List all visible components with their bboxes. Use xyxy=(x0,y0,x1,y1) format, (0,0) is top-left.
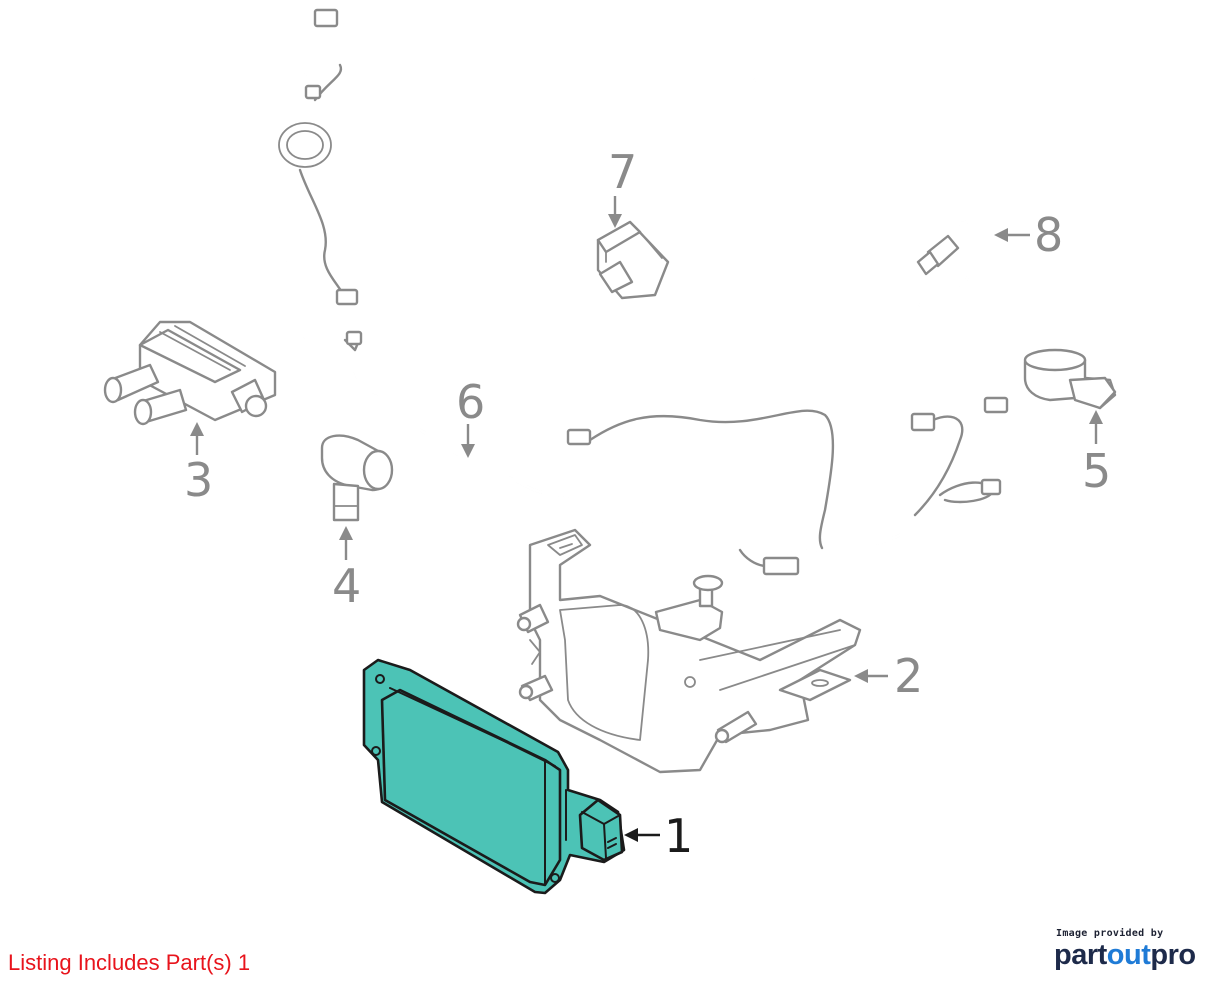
callout-1: 1 xyxy=(624,809,693,863)
callout-6: 6 xyxy=(456,375,485,458)
callout-4: 4 xyxy=(332,526,361,613)
callout-5-number: 5 xyxy=(1082,444,1111,498)
sensor-part-7[interactable] xyxy=(596,220,670,300)
logo-word-out: out xyxy=(1106,939,1151,971)
callout-2: 2 xyxy=(854,649,923,703)
mounting-bracket-part-2[interactable] xyxy=(516,528,862,774)
callout-4-number: 4 xyxy=(332,559,361,613)
callout-5: 5 xyxy=(1082,410,1111,498)
logo-word-pro: pro xyxy=(1150,939,1196,971)
logo-word-part: part xyxy=(1054,939,1107,971)
callout-3-number: 3 xyxy=(184,453,213,507)
knob-part-4[interactable] xyxy=(320,434,394,522)
solenoid-valve-part-3[interactable] xyxy=(103,320,277,426)
logo-caption: Image provided by xyxy=(1056,928,1164,939)
wiring-harness-part-6[interactable] xyxy=(276,8,1009,576)
callout-7-number: 7 xyxy=(608,145,637,199)
sensor-lead-part-8[interactable] xyxy=(744,33,990,316)
callout-8: 8 xyxy=(994,208,1063,262)
listing-note: Listing Includes Part(s) 1 xyxy=(8,950,251,975)
logo-wordmark: partoutpro xyxy=(1054,939,1196,972)
callout-8-number: 8 xyxy=(1034,208,1063,262)
callout-7: 7 xyxy=(608,145,637,228)
sensor-part-5[interactable] xyxy=(1023,348,1117,410)
callout-2-number: 2 xyxy=(894,649,923,703)
callout-1-number: 1 xyxy=(664,809,693,863)
partoutpro-logo: Image provided by partoutpro xyxy=(1052,928,1212,976)
callout-3: 3 xyxy=(184,422,213,507)
callout-6-number: 6 xyxy=(456,375,485,429)
module-part-1[interactable] xyxy=(362,658,626,895)
